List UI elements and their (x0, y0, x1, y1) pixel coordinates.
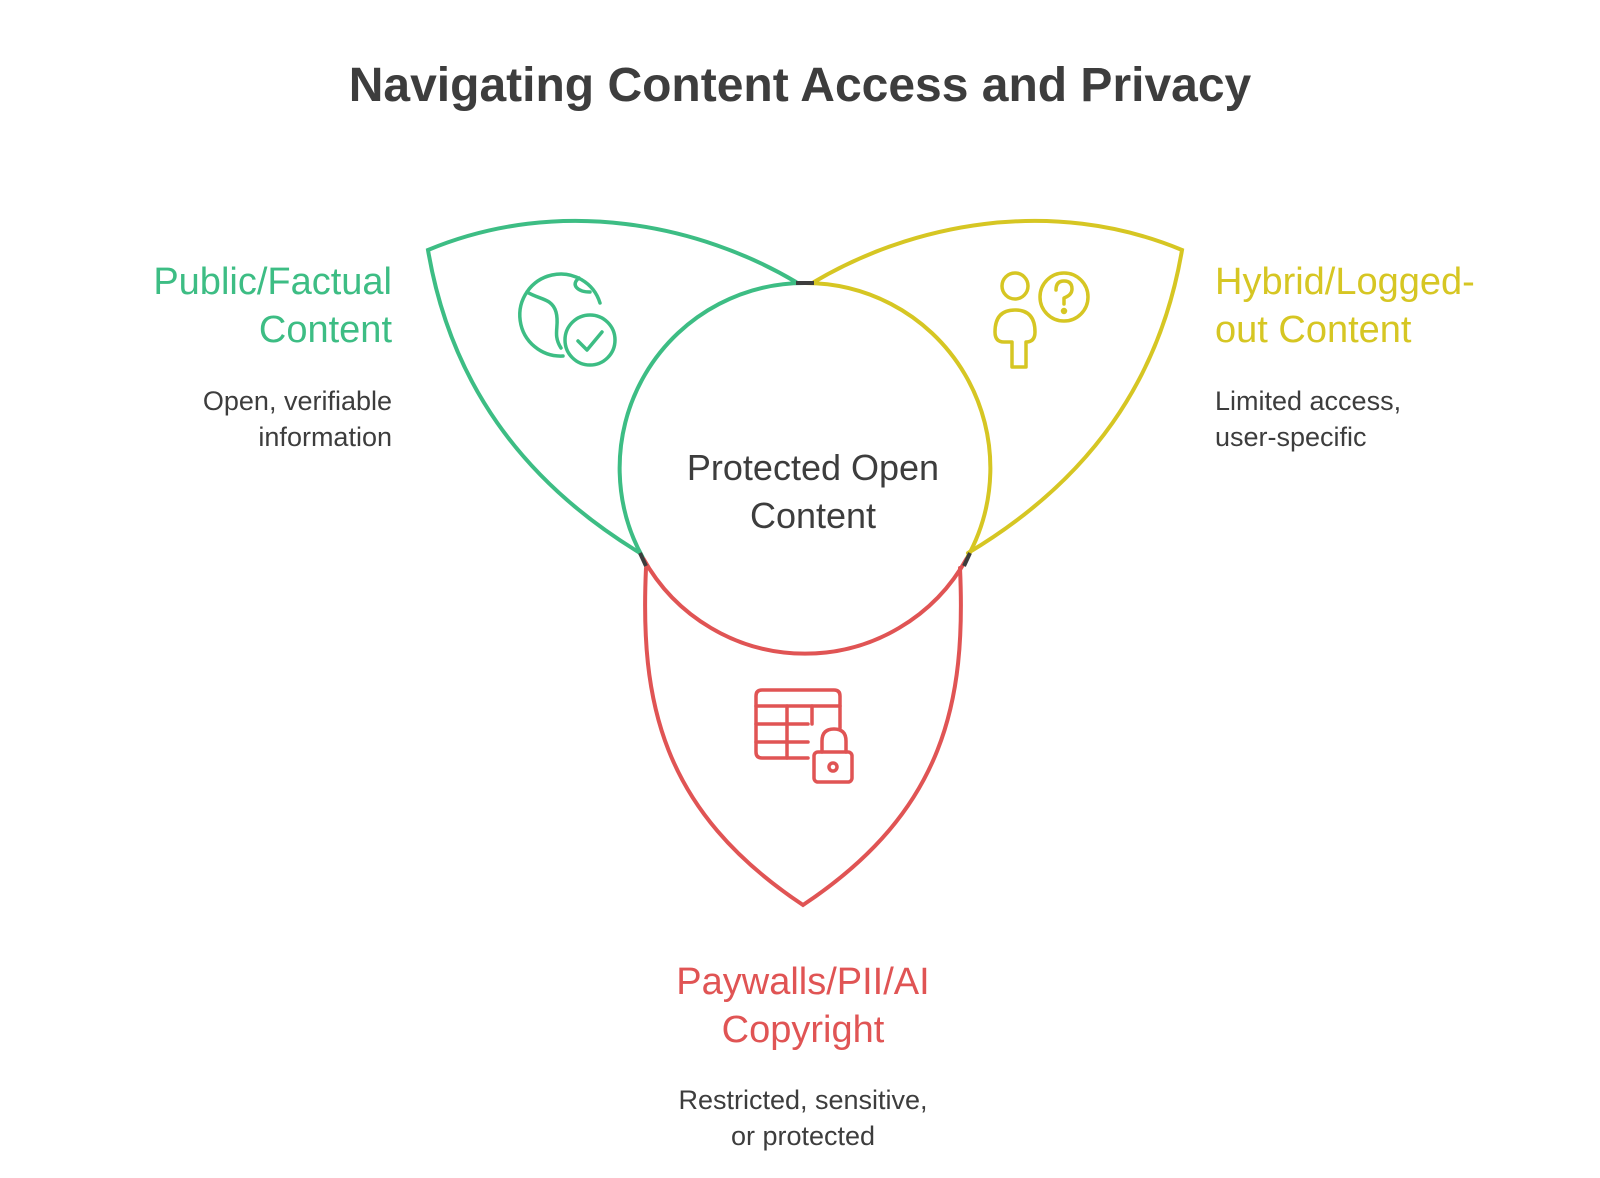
restricted-title-line2: Copyright (721, 1009, 885, 1051)
center-arc-green (617, 280, 806, 559)
user-question-icon (993, 271, 1090, 369)
center-label: Protected Open Content (643, 444, 983, 540)
restricted-title-line1: Paywalls/PII/AI (676, 961, 930, 1003)
hybrid-title: Hybrid/Logged- out Content (1215, 258, 1475, 354)
restricted-description: Restricted, sensitive, or protected (553, 1082, 1053, 1154)
center-label-line2: Content (749, 495, 877, 536)
restricted-petal (643, 566, 963, 908)
public-desc-line1: Open, verifiable (202, 386, 392, 416)
public-description: Open, verifiable information (203, 383, 392, 455)
public-title-line2: Content (258, 309, 392, 351)
restricted-desc-line2: or protected (730, 1121, 876, 1151)
hybrid-title-line1: Hybrid/Logged- (1215, 261, 1475, 303)
locked-table-icon (754, 688, 854, 784)
junction-right (962, 552, 972, 567)
globe-check-icon (518, 272, 617, 367)
hybrid-desc-line1: Limited access, (1215, 386, 1402, 416)
hybrid-desc-line2: user-specific (1215, 422, 1367, 452)
center-arc-red (641, 557, 969, 656)
center-label-line1: Protected Open (686, 447, 940, 488)
center-arc-yellow (804, 280, 993, 559)
public-title: Public/Factual Content (153, 258, 392, 354)
diagram-title: Navigating Content Access and Privacy (348, 59, 1252, 112)
restricted-title: Paywalls/PII/AI Copyright (553, 958, 1053, 1054)
hybrid-title-line2: out Content (1215, 309, 1412, 351)
public-petal (425, 219, 798, 555)
hybrid-description: Limited access, user-specific (1215, 383, 1401, 455)
hybrid-petal (812, 219, 1185, 555)
junction-left (638, 552, 648, 567)
public-title-line1: Public/Factual (153, 261, 392, 303)
public-desc-line2: information (258, 422, 392, 452)
restricted-desc-line1: Restricted, sensitive, (678, 1085, 928, 1115)
